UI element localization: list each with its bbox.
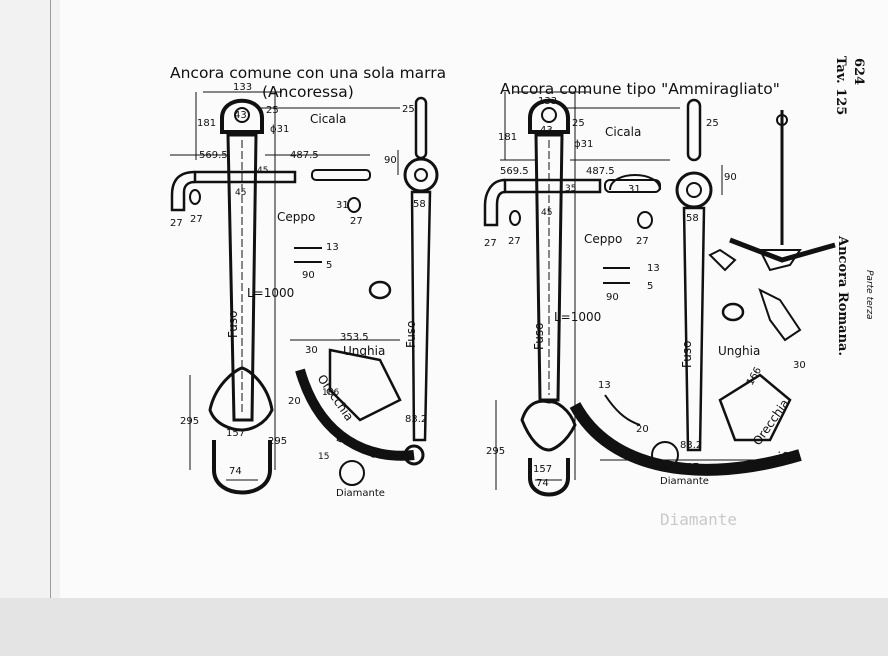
left-label-length: L=1000 (247, 286, 295, 300)
right-dim-832: 83.2 (680, 440, 703, 451)
left-dim-phi31: ϕ31 (270, 124, 290, 135)
book-page (60, 0, 888, 598)
right-dim-90b: 90 (606, 292, 619, 303)
right-dim-181: 181 (498, 132, 518, 143)
left-dim-5: 5 (326, 260, 333, 271)
right-dim-157: 157 (533, 464, 553, 475)
right-dim-31b: 31 (628, 184, 641, 195)
right-dim-25b: 25 (706, 118, 719, 129)
right-dim-295: 295 (486, 446, 506, 457)
left-dim-27b: 27 (190, 214, 203, 225)
right-title: Ancora comune tipo "Ammiragliato" (500, 80, 780, 98)
left-label-cicala: Cicala (310, 112, 347, 126)
left-dim-31b: 31 (336, 200, 349, 211)
left-dim-832: 83.2 (405, 414, 428, 425)
right-dim-5: 5 (647, 281, 654, 292)
right-dim-487: 487.5 (586, 166, 615, 177)
scanner-margin (0, 598, 888, 656)
left-dim-295: 295 (180, 416, 200, 427)
section-label: Parte terza (864, 270, 874, 320)
right-dim-13: 13 (647, 263, 660, 274)
left-label-fuso-side: Fuso (404, 320, 418, 348)
right-label-length: L=1000 (554, 310, 602, 324)
left-dim-58: 58 (413, 199, 426, 210)
left-dim-27a: 27 (170, 218, 183, 229)
right-dim-45: 45 (541, 208, 553, 218)
left-dim-166: 166 (322, 388, 340, 398)
right-label-fuso: Fuso (532, 322, 546, 350)
left-dim-25: 25 (266, 105, 279, 116)
left-dim-15: 15 (318, 452, 330, 462)
right-dim-27b: 27 (508, 236, 521, 247)
left-dim-20: 20 (288, 396, 301, 407)
left-label-unghia: Unghia (343, 344, 386, 358)
left-dim-181: 181 (197, 118, 217, 129)
right-label-ceppo: Ceppo (584, 232, 623, 246)
right-label-fuso-side: Fuso (680, 340, 694, 368)
left-dim-487: 487.5 (290, 150, 319, 161)
right-dim-707: 707 (680, 462, 700, 473)
left-label-ceppo: Ceppo (277, 210, 316, 224)
left-title-line2: (Ancoressa) (262, 83, 354, 101)
left-dim-45a: 45 (257, 166, 269, 176)
right-label-diamante: Diamante (660, 476, 709, 487)
right-dim-74: 74 (536, 478, 549, 489)
right-dim-133: 133 (538, 96, 558, 107)
handwritten-note: Diamante (660, 510, 738, 529)
left-dim-295b: 295 (268, 436, 288, 447)
left-title-line1: Ancora comune con una sola marra (170, 64, 447, 82)
left-dim-27c: 27 (350, 216, 363, 227)
right-dim-35: 35 (565, 184, 577, 194)
right-dim-569: 569.5 (500, 166, 529, 177)
left-dim-25b: 25 (402, 104, 415, 115)
left-dim-13: 13 (326, 242, 339, 253)
right-dim-43: 43 (540, 125, 553, 136)
right-anchor-drawing (483, 91, 836, 497)
left-dim-157: 157 (226, 428, 246, 439)
right-dim-25: 25 (572, 118, 585, 129)
right-dim-58: 58 (686, 213, 699, 224)
left-dim-133: 133 (233, 82, 253, 93)
left-dim-30: 30 (305, 345, 318, 356)
right-label-cicala: Cicala (605, 125, 642, 139)
right-dim-30: 30 (793, 360, 806, 371)
right-dim-20: 20 (636, 424, 649, 435)
right-dim-13b: 13 (598, 380, 611, 391)
left-dim-43: 43 (234, 110, 247, 121)
left-dim-353: 353.5 (340, 332, 369, 343)
left-dim-74: 74 (229, 466, 242, 477)
left-dim-45b: 45 (235, 188, 247, 198)
left-label-fuso: Fuso (226, 310, 240, 338)
right-dim-27a: 27 (484, 238, 497, 249)
right-label-unghia: Unghia (718, 344, 761, 358)
left-anchor-drawing (170, 91, 439, 495)
page-edge (50, 0, 51, 598)
right-dim-90: 90 (724, 172, 737, 183)
right-dim-phi31: ϕ31 (574, 139, 594, 150)
page-number: 624 (851, 58, 866, 86)
left-dim-90: 90 (384, 155, 397, 166)
side-title: Ancora Romana. (835, 236, 850, 356)
plate-number: Tav. 125 (833, 56, 848, 116)
left-label-diamante: Diamante (336, 488, 385, 499)
right-dim-27c: 27 (636, 236, 649, 247)
left-dim-569: 569.5 (199, 150, 228, 161)
left-dim-90b: 90 (302, 270, 315, 281)
